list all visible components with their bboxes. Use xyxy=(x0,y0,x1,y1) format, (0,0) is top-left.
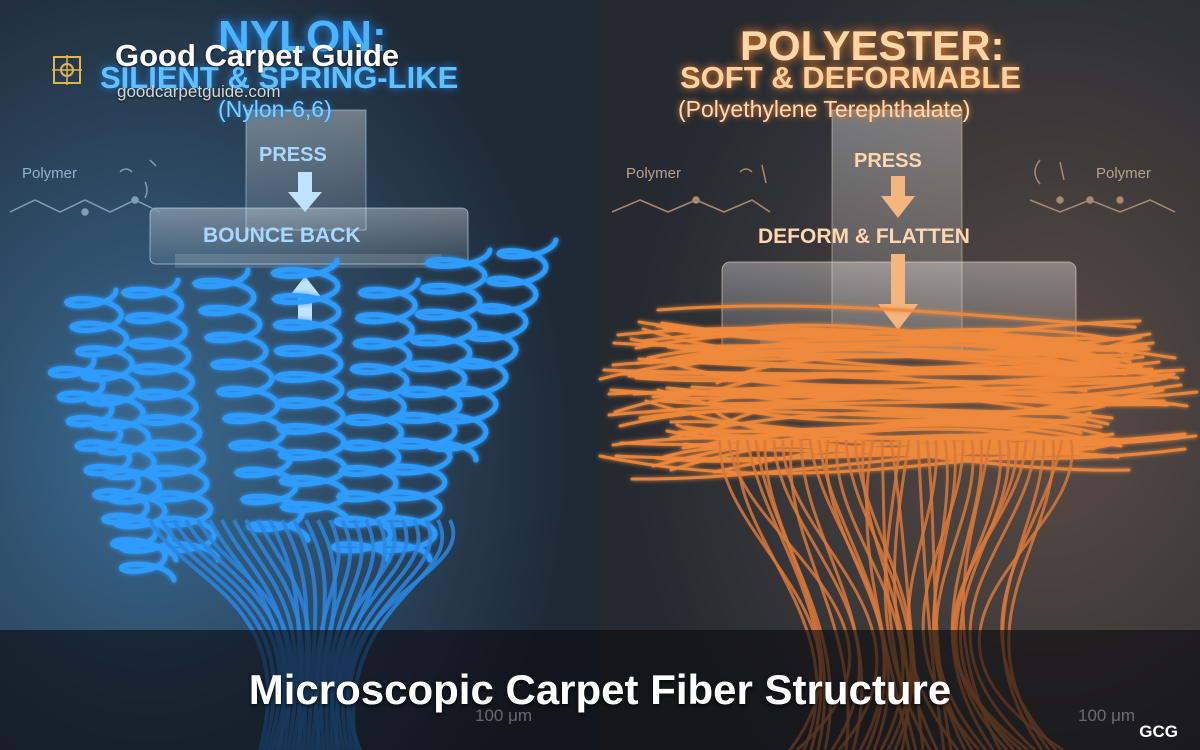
nylon-coil xyxy=(270,257,350,523)
polyester-subtitle: SOFT & DEFORMABLE xyxy=(680,60,1021,95)
nylon-coil xyxy=(369,247,493,563)
polyester-fiber xyxy=(641,329,1112,352)
polyester-fiber xyxy=(683,388,1165,434)
carpet-logo-icon xyxy=(52,55,82,85)
caption-bar xyxy=(0,630,1200,750)
nylon-scale-label: 100 μm xyxy=(475,706,533,725)
polyester-fiber xyxy=(612,341,1104,367)
polyester-fiber xyxy=(634,366,1128,383)
polyester-fiber xyxy=(713,409,1187,447)
nylon-polymer-label: Polymer xyxy=(22,165,78,182)
nylon-action-label: BOUNCE BACK xyxy=(203,224,361,247)
nylon-subtitle: SILIENT & SPRING-LIKE xyxy=(100,60,459,95)
nylon-coil xyxy=(425,237,559,463)
polyester-fiber xyxy=(666,341,1155,359)
brand-name: Good Carpet Guide xyxy=(115,38,400,73)
polyester-scale-label: 100 μm xyxy=(1078,706,1136,725)
polyester-fiber xyxy=(607,385,1154,417)
brand-tag: GCG xyxy=(1139,722,1178,741)
polyester-chemical-name: (Polyethylene Terephthalate) xyxy=(678,96,971,122)
polyester-polymer-structure-right xyxy=(1029,159,1176,213)
down-arrow-icon xyxy=(288,172,322,212)
caption-title: Microscopic Carpet Fiber Structure xyxy=(248,666,952,713)
polyester-flattened-fibers xyxy=(598,304,1199,481)
polyester-fiber xyxy=(660,392,1189,408)
polyester-fiber xyxy=(656,304,1137,329)
nylon-coiled-fibers xyxy=(47,237,559,583)
polyester-fiber xyxy=(630,448,1089,481)
polyester-fiber xyxy=(598,452,1120,475)
nylon-chemical-name: (Nylon-6,6) xyxy=(218,96,332,122)
polyester-fiber xyxy=(637,335,1143,371)
nylon-polymer-structure xyxy=(9,159,161,216)
polyester-fiber xyxy=(651,427,1092,468)
polyester-polymer-label-right: Polymer xyxy=(1096,165,1152,182)
nylon-press-label: PRESS xyxy=(259,144,327,166)
polyester-action-label: DEFORM & FLATTEN xyxy=(758,225,970,248)
polyester-fiber xyxy=(703,371,1169,407)
polyester-polymer-label-left: Polymer xyxy=(626,165,682,182)
polyester-fiber xyxy=(665,360,1150,388)
polyester-fiber xyxy=(708,387,1084,404)
brand-url: goodcarpetguide.com xyxy=(117,82,281,101)
polyester-fiber xyxy=(611,360,1164,376)
nylon-coil xyxy=(47,357,177,583)
down-arrow-icon xyxy=(881,176,915,218)
polyester-fiber xyxy=(679,347,1118,373)
polyester-polymer-structure xyxy=(611,164,771,213)
polyester-press-label: PRESS xyxy=(854,150,922,172)
polyester-title: POLYESTER: xyxy=(740,22,1005,69)
nylon-title: NYLON: xyxy=(218,12,387,61)
nylon-press-piston xyxy=(149,109,469,268)
polyester-fiber xyxy=(669,411,1087,440)
